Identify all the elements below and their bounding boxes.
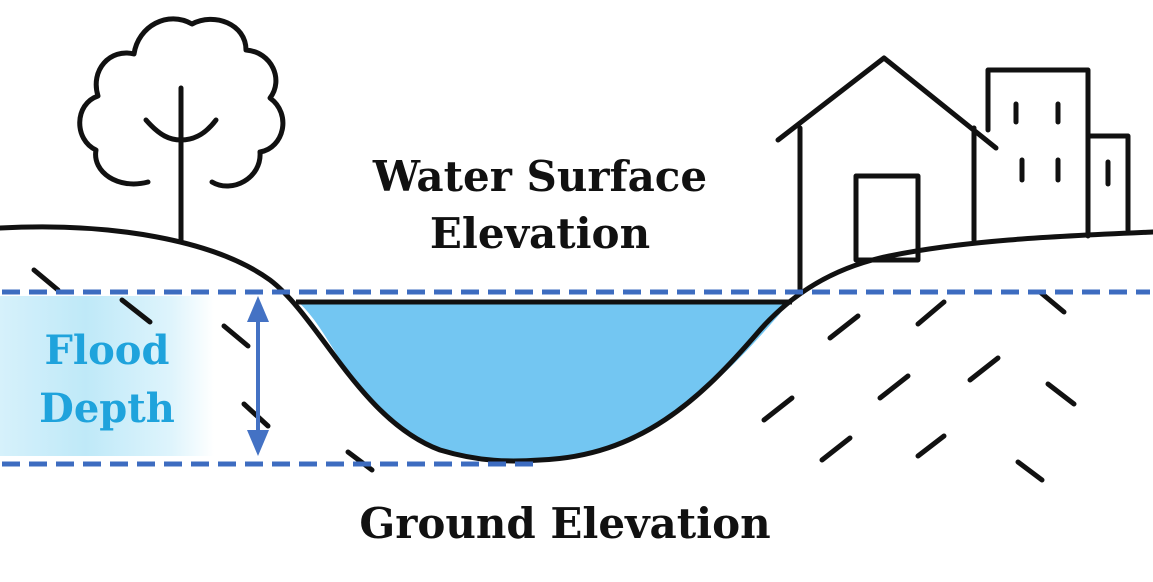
flood-depth-box xyxy=(0,296,214,456)
right-soil-hatching xyxy=(761,289,1077,483)
flood-depth-arrow xyxy=(247,296,269,456)
house-icon xyxy=(775,55,999,293)
river-water xyxy=(298,302,790,461)
ground-elevation-label: Ground Elevation xyxy=(359,499,771,548)
water-surface-elevation-label-line2: Elevation xyxy=(429,209,651,258)
flood-depth-label-line2: Depth xyxy=(39,385,175,432)
water-surface-elevation-label-line1: Water Surface xyxy=(372,152,708,201)
tree-icon xyxy=(77,16,286,243)
flood-depth-label-line1: Flood xyxy=(44,327,170,374)
left-bank-ground xyxy=(0,224,1153,464)
building-icon xyxy=(985,67,1131,239)
